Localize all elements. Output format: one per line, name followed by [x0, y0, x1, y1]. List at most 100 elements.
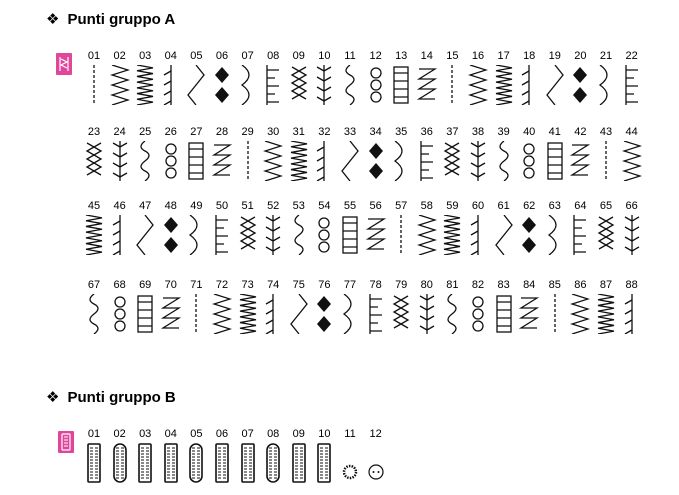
stitch-pattern-icon	[266, 65, 280, 105]
stitch-number: 57	[395, 200, 408, 212]
group-a-heading: ❖ Punti gruppo A	[46, 10, 175, 28]
stitch-item: 69	[133, 279, 157, 341]
stitch-pattern-icon	[523, 143, 535, 179]
stitch-pattern-icon	[93, 65, 95, 105]
stitch-number: 66	[625, 200, 638, 212]
stitch-pattern-icon	[597, 294, 615, 334]
stitch-number: 17	[497, 50, 510, 62]
stitch-pattern-icon	[290, 66, 308, 100]
stitch-pattern-icon	[494, 215, 513, 255]
stitch-pattern-icon	[369, 67, 382, 103]
stitch-pattern-icon	[624, 65, 638, 105]
group-a-title: Punti gruppo A	[67, 10, 176, 28]
stitch-number: 54	[318, 200, 331, 212]
stitch-pattern-icon	[212, 294, 232, 334]
stitch-item: 50	[210, 200, 234, 262]
buttonhole-number: 06	[215, 428, 229, 440]
buttonhole-item: 06	[210, 428, 234, 484]
stitch-pattern-icon	[289, 294, 308, 334]
stitch-item: 82	[466, 279, 490, 341]
stitch-item: 12	[364, 50, 388, 112]
stitch-item: 85	[543, 279, 567, 341]
stitch-pattern-icon	[85, 215, 103, 255]
stitch-number: 03	[139, 50, 152, 62]
stitch-number: 24	[113, 126, 126, 138]
buttonhole-number: 02	[113, 428, 126, 440]
stitch-item: 36	[415, 126, 439, 188]
stitch-item: 77	[338, 279, 362, 341]
stitch-number: 19	[548, 50, 561, 62]
stitch-pattern-icon	[85, 142, 103, 176]
stitch-item: 10	[312, 50, 336, 112]
stitch-number: 62	[523, 200, 536, 212]
stitch-pattern-icon	[239, 216, 256, 250]
stitch-item: 60	[466, 200, 490, 262]
stitch-pattern-icon	[341, 141, 359, 181]
stitch-number: 81	[446, 279, 459, 291]
stitch-number: 04	[164, 50, 177, 62]
stitch-pattern-icon	[570, 294, 591, 334]
stitch-pattern-icon	[394, 141, 403, 181]
stitch-number: 20	[574, 50, 587, 62]
stitch-item: 20	[568, 50, 592, 112]
buttonhole-icon	[189, 443, 204, 483]
stitch-number: 87	[599, 279, 613, 291]
stitch-item: 44	[620, 126, 644, 188]
stitch-item: 62	[517, 200, 541, 262]
stitch-number: 31	[292, 126, 305, 138]
stitch-item: 03	[133, 50, 157, 112]
stitch-item: 68	[108, 279, 132, 341]
stitch-item: 72	[210, 279, 234, 341]
stitch-item: 52	[261, 200, 285, 262]
stitch-pattern-icon	[522, 217, 537, 253]
stitch-pattern-icon	[239, 294, 256, 334]
stitch-pattern-icon	[416, 68, 437, 100]
stitch-item: 75	[287, 279, 311, 341]
buttonhole-number: 07	[241, 428, 254, 440]
stitch-number: 59	[446, 200, 459, 212]
stitch-number: 14	[420, 50, 433, 62]
stitch-pattern-icon	[165, 143, 177, 179]
stitch-number: 42	[574, 126, 587, 138]
stitch-item: 14	[415, 50, 439, 112]
stitch-item: 01	[82, 50, 106, 112]
stitch-pattern-icon	[187, 65, 206, 105]
stitch-number: 58	[420, 200, 433, 212]
stitch-pattern-icon	[188, 142, 205, 180]
stitch-number: 61	[497, 200, 510, 212]
eyelet-icon	[342, 464, 358, 480]
buttonhole-item: 11	[338, 428, 362, 484]
stitch-pattern-icon	[545, 65, 564, 105]
buttonhole-item: 12	[364, 428, 388, 484]
buttonhole-icon	[266, 443, 280, 483]
stitch-item: 05	[184, 50, 208, 112]
buttonhole-item: 07	[236, 428, 260, 484]
stitch-item: 76	[312, 279, 336, 341]
stitch-pattern-icon	[294, 215, 304, 255]
buttonhole-number: 12	[369, 428, 382, 440]
stitch-item: 35	[389, 126, 413, 188]
stitch-item: 80	[415, 279, 439, 341]
stitch-item: 29	[236, 126, 260, 188]
stitch-number: 01	[87, 50, 101, 62]
stitch-item: 78	[364, 279, 388, 341]
stitch-item: 43	[594, 126, 618, 188]
stitch-item: 87	[594, 279, 618, 341]
stitch-pattern-icon	[195, 294, 198, 334]
stitch-number: 40	[523, 126, 536, 138]
stitch-number: 76	[318, 279, 331, 291]
stitch-number: 08	[267, 50, 280, 62]
stitch-item: 26	[159, 126, 183, 188]
stitch-pattern-icon	[368, 294, 382, 334]
stitch-item: 37	[440, 126, 464, 188]
stitch-item: 74	[261, 279, 285, 341]
stitch-pattern-icon	[468, 65, 488, 105]
stitch-pattern-icon	[113, 296, 126, 332]
buttonhole-item: 05	[184, 428, 208, 484]
stitch-item: 38	[466, 126, 490, 188]
stitch-item: 45	[82, 200, 106, 262]
stitch-item: 23	[82, 126, 106, 188]
